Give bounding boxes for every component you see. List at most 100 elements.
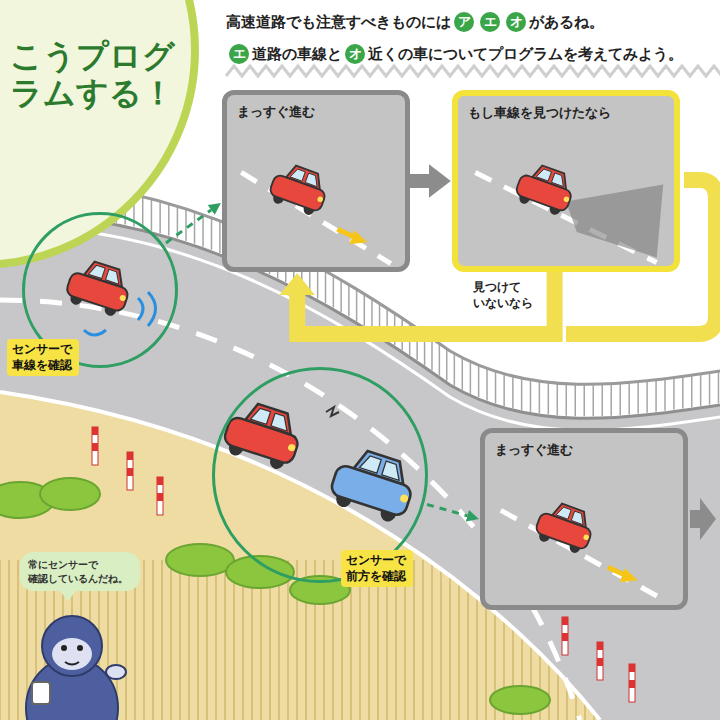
flow-arrow <box>297 272 554 334</box>
bush <box>166 544 234 576</box>
car-figure <box>326 444 419 526</box>
car-figure <box>532 498 597 556</box>
lane-dash <box>241 172 391 263</box>
fence-post <box>356 289 358 321</box>
fence-post <box>646 381 648 413</box>
step-label: まっすぐ進む <box>227 95 325 129</box>
wall-line <box>152 560 154 720</box>
wall-line <box>215 560 217 720</box>
wall-line <box>188 560 190 720</box>
fence-post <box>628 382 630 414</box>
fence-post <box>601 384 603 416</box>
post <box>127 452 133 490</box>
gorilla-mouth <box>65 662 79 665</box>
wall-line <box>179 560 181 720</box>
flow-arrow <box>427 504 467 515</box>
car-light <box>583 534 590 541</box>
wall-line <box>440 560 442 720</box>
fence-post <box>340 280 342 312</box>
fence-post <box>583 384 585 416</box>
wall-line <box>422 560 424 720</box>
fence-post <box>610 384 612 416</box>
box-illustration <box>458 96 674 266</box>
wall-line <box>413 560 415 720</box>
header: 高速道路でも注意すべきものにはアエオがあるね。エ道路の車線とオ近くの車についてプ… <box>226 8 683 73</box>
branch-label: 見つけて いないなら <box>470 278 538 313</box>
post-band <box>562 617 568 625</box>
condition-box: もし車線を見つけたなら <box>452 90 680 272</box>
letter-badge: エ <box>480 12 500 32</box>
bush <box>40 478 100 510</box>
wall-line <box>206 560 208 720</box>
car-window <box>551 173 566 187</box>
bush <box>226 556 294 588</box>
fence-post <box>718 371 720 403</box>
fence-post <box>592 384 594 416</box>
letter-badge: オ <box>345 44 365 64</box>
cup <box>32 682 50 704</box>
post-band <box>92 427 98 435</box>
post-band <box>92 443 98 451</box>
fence-post <box>439 344 441 376</box>
gorilla <box>26 616 126 720</box>
sensor-label: センサーで 車線を確認 <box>7 339 79 376</box>
post <box>562 617 568 655</box>
sensor-circle: センサーで 車線を確認 <box>22 212 178 368</box>
wall-line <box>8 560 10 720</box>
fence-post <box>565 384 567 416</box>
alert-mark <box>326 407 339 416</box>
post-band <box>157 493 163 501</box>
gorilla-head <box>42 616 102 676</box>
header-text: 近くの車についてプログラムを考えてみよう。 <box>368 45 683 63</box>
sensor-circle: センサーで 前方を確認 <box>212 367 428 583</box>
fence-post <box>619 383 621 415</box>
post <box>157 477 163 515</box>
car-window <box>556 506 571 520</box>
fence-post <box>325 271 327 303</box>
step-label: まっすぐ進む <box>485 433 583 467</box>
fence-post <box>682 376 684 408</box>
step-label: もし車線を見つけたなら <box>458 96 621 130</box>
wall-line <box>467 560 469 720</box>
wall-line <box>161 560 163 720</box>
wall-line <box>197 560 199 720</box>
letter-badge: ア <box>454 12 474 32</box>
car-window <box>250 407 270 425</box>
car-figure <box>220 397 306 473</box>
fence-post <box>151 199 153 231</box>
zigzag-rule <box>226 66 720 76</box>
wall-line <box>431 560 433 720</box>
header-text: 道路の車線と <box>252 45 342 63</box>
fence-post <box>371 299 373 331</box>
car-light <box>399 494 409 504</box>
sensor-wave <box>84 330 106 335</box>
wall-line <box>17 560 19 720</box>
car-window <box>290 168 305 182</box>
fence-post <box>142 197 144 229</box>
fence-post <box>348 285 350 317</box>
post-band <box>562 633 568 641</box>
fence-post <box>211 218 213 250</box>
box-illustration <box>227 95 405 267</box>
sensor-beam <box>566 184 663 257</box>
sensor-wave <box>138 298 143 320</box>
wall-line <box>224 560 226 720</box>
fence-post <box>168 204 170 236</box>
fence-post <box>431 338 433 370</box>
fence-post <box>185 209 187 241</box>
post-band <box>157 477 163 485</box>
car-window <box>106 269 123 284</box>
wall-line <box>143 560 145 720</box>
fence-post <box>478 365 480 397</box>
sensor-wave <box>148 292 156 326</box>
gorilla-face <box>52 638 92 670</box>
fence-post <box>512 376 514 408</box>
letter-badge: オ <box>506 12 526 32</box>
post-band <box>629 664 635 672</box>
post <box>597 642 603 680</box>
sensor-label: センサーで 前方を確認 <box>341 550 413 587</box>
fence-post <box>454 353 456 385</box>
car-window <box>360 454 382 473</box>
header-line: エ道路の車線とオ近くの車についてプログラムを考えてみよう。 <box>226 41 683 68</box>
